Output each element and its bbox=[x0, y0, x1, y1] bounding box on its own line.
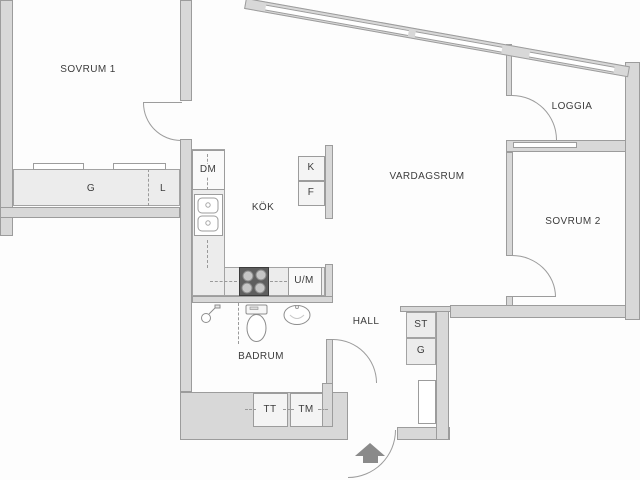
window-north-3 bbox=[528, 51, 615, 73]
closet-sovrum1 bbox=[13, 169, 180, 206]
room-label-sovrum2: SOVRUM 2 bbox=[545, 216, 601, 227]
laundry-counter-dash-2 bbox=[283, 409, 294, 410]
counter-centerline-h1 bbox=[210, 281, 237, 282]
bathroom-sink-icon bbox=[283, 305, 311, 325]
wall-west-mid bbox=[180, 139, 192, 392]
wall-badrum-top bbox=[192, 296, 333, 303]
fixture-label-dishwasher: DM bbox=[197, 164, 219, 176]
closet-sliding-panel-2 bbox=[113, 163, 166, 170]
door-arc-badrum bbox=[333, 339, 377, 383]
room-label-badrum: BADRUM bbox=[238, 351, 284, 362]
room-label-sovrum1: SOVRUM 1 bbox=[60, 64, 116, 75]
washer-box bbox=[290, 393, 323, 427]
door-arc-sovrum2 bbox=[512, 255, 556, 297]
fixture-label-cleaning-closet: ST bbox=[414, 319, 428, 330]
wall-south-thick bbox=[450, 305, 640, 318]
wall-badrum-lower-right bbox=[322, 383, 333, 427]
fixture-label-oven-micro: U/M bbox=[292, 275, 316, 287]
fixture-label-washer: TM bbox=[298, 404, 314, 415]
door-leaf-sovrum2 bbox=[512, 296, 556, 297]
double-sink-icon bbox=[197, 197, 219, 232]
toilet-icon bbox=[245, 304, 268, 342]
wall-badrum-door-leaf bbox=[326, 339, 333, 384]
wall-east bbox=[625, 62, 640, 320]
room-label-hall: HALL bbox=[352, 316, 380, 327]
room-label-loggia: LOGGIA bbox=[551, 101, 593, 112]
door-leaf-sovrum1 bbox=[143, 102, 182, 103]
hall-niche bbox=[418, 380, 436, 424]
fixture-label-dryer: TT bbox=[263, 404, 277, 415]
wall-fridge-partition bbox=[325, 145, 333, 219]
door-arc-loggia bbox=[512, 95, 557, 140]
wall-south-sovrum1 bbox=[0, 207, 180, 218]
kitchen-sink-unit bbox=[194, 194, 223, 236]
cleaning-closet-box bbox=[406, 312, 436, 338]
hall-wardrobe-box bbox=[406, 338, 436, 365]
dryer-box bbox=[253, 393, 288, 427]
fixture-label-wardrobe: G bbox=[86, 183, 96, 194]
laundry-counter-dash-1 bbox=[245, 409, 256, 410]
fixture-label-linen: L bbox=[160, 183, 166, 194]
window-sovrum2-top bbox=[513, 142, 577, 148]
window-north-1 bbox=[265, 4, 409, 36]
shower-icon bbox=[201, 304, 221, 323]
counter-centerline-v2 bbox=[207, 240, 208, 268]
window-north-2 bbox=[414, 31, 503, 53]
stove-icon bbox=[239, 267, 269, 296]
wall-vardagsrum-sovrum2 bbox=[506, 152, 513, 256]
counter-centerline-h2 bbox=[270, 281, 287, 282]
wall-north-diagonal bbox=[244, 0, 630, 78]
entrance-arrow-stem bbox=[363, 456, 378, 463]
wall-west-sovrum1 bbox=[0, 0, 13, 236]
closet-divider-dashed bbox=[148, 169, 149, 206]
shower-partition-dashed bbox=[238, 303, 239, 344]
wall-sovrum1-right-upper bbox=[180, 0, 192, 101]
wall-sovrum2-door-stub bbox=[506, 296, 513, 306]
wall-hall-right bbox=[436, 306, 449, 440]
fridge-box bbox=[298, 156, 325, 181]
fixture-label-fridge: K bbox=[307, 162, 315, 173]
room-label-vardagsrum: VARDAGSRUM bbox=[389, 171, 465, 182]
room-label-kok: KÖK bbox=[251, 202, 275, 213]
fixture-label-freezer: F bbox=[307, 187, 315, 198]
entrance-arrow-icon bbox=[355, 443, 385, 456]
laundry-counter-dash-3 bbox=[318, 409, 328, 410]
door-arc-sovrum1 bbox=[143, 103, 181, 141]
freezer-box bbox=[298, 181, 325, 206]
closet-sliding-panel-1 bbox=[33, 163, 84, 170]
fixture-label-hall-wardrobe: G bbox=[416, 345, 426, 356]
